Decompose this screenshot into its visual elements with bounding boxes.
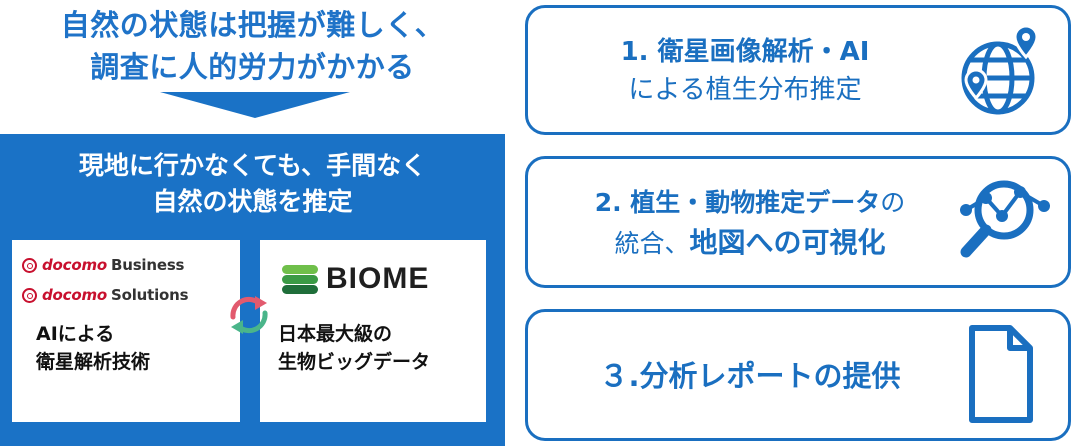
docomo-brand: docomo <box>42 286 107 304</box>
document-icon <box>969 325 1033 423</box>
headline-line-1: 自然の状態は把握が難しく、 <box>60 8 445 42</box>
step-2-line-1: 2. 植生・動物推定データの <box>545 183 955 223</box>
docomo-brand: docomo <box>42 256 107 274</box>
step-2-line-2-bold: 地図への可視化 <box>689 226 886 259</box>
step-2-line-1-rest: の <box>880 188 906 217</box>
biome-wordmark: BIOME <box>326 262 430 295</box>
step-2-line-2-rest: 統合、 <box>614 229 690 258</box>
biome-card-text-line-2: 生物ビッグデータ <box>278 351 431 373</box>
step-1-line-1: 1. 衛星画像解析・AI <box>620 37 870 67</box>
headline: 自然の状態は把握が難しく、 調査に人的労力がかかる <box>0 4 505 88</box>
headline-line-2: 調査に人的労力がかかる <box>90 50 415 84</box>
docomo-solutions-suffix: Solutions <box>110 286 189 304</box>
docomo-card-text-line-1: AIによる <box>36 323 115 345</box>
step-1-line-2: による植生分布推定 <box>628 75 862 105</box>
biome-card-text-line-1: 日本最大級の <box>278 323 393 345</box>
panel-title-line-2: 自然の状態を推定 <box>152 187 353 216</box>
step-2-line-2: 統合、地図への可視化 <box>545 223 955 264</box>
docomo-card-text: AIによる 衛星解析技術 <box>36 320 150 376</box>
panel-title-line-1: 現地に行かなくても、手間なく <box>78 151 427 180</box>
biome-card-text: 日本最大級の 生物ビッグデータ <box>278 320 430 376</box>
step-1-text: 1. 衛星画像解析・AI による植生分布推定 <box>555 33 935 109</box>
globe-map-pin-icon <box>961 24 1039 115</box>
docomo-business-suffix: Business <box>110 256 185 274</box>
docomo-card: docomo Business docomo Solutions AIによる 衛… <box>12 240 240 422</box>
step-2-line-1-bold: 2. 植生・動物推定データ <box>594 188 881 217</box>
panel-title: 現地に行かなくても、手間なく 自然の状態を推定 <box>0 148 505 220</box>
docomo-solutions-logo: docomo Solutions <box>22 284 189 306</box>
biome-logo: BIOME <box>282 262 429 296</box>
docomo-business-logo: docomo Business <box>22 254 184 276</box>
ntt-logo-icon <box>22 257 37 273</box>
ntt-logo-icon <box>22 287 37 303</box>
step-3-text: ３.分析レポートの提供 <box>599 359 901 393</box>
docomo-card-text-line-2: 衛星解析技術 <box>36 351 151 373</box>
step-2-text: 2. 植生・動物推定データの 統合、地図への可視化 <box>545 183 955 264</box>
biome-leaf-icon <box>282 265 318 294</box>
cycle-arrows-icon <box>230 296 268 334</box>
magnifier-chart-icon <box>960 180 1050 258</box>
down-arrow-icon <box>160 92 350 118</box>
